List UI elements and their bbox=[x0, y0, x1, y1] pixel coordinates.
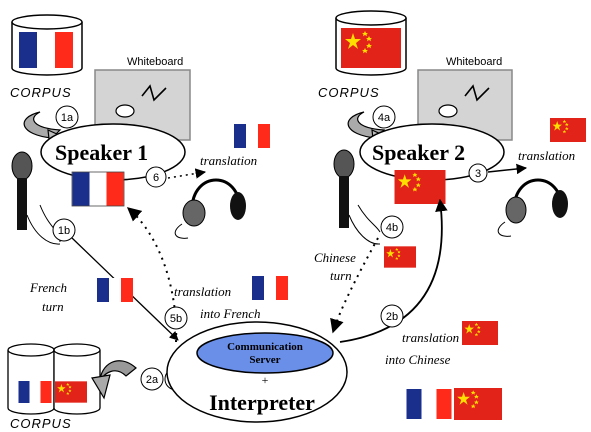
comm-server-label-1: Communication bbox=[227, 341, 303, 353]
svg-text:1a: 1a bbox=[61, 112, 74, 124]
translation-into-french-label-1: translation bbox=[174, 284, 231, 299]
corpus-right-chinese-flag-icon bbox=[341, 28, 401, 68]
translation-into-chinese-flag-icon bbox=[462, 321, 498, 345]
translation-right-label: translation bbox=[518, 148, 575, 163]
corpus-bottom-chinese-flag-icon bbox=[55, 381, 87, 403]
headphones-left-icon bbox=[182, 178, 246, 227]
french-turn-label-1: French bbox=[29, 280, 67, 295]
step-2b-badge: 2b bbox=[380, 304, 404, 328]
step-3-badge: 3 bbox=[468, 163, 488, 183]
chinese-turn-label-2: turn bbox=[330, 268, 352, 283]
svg-text:5b: 5b bbox=[170, 313, 182, 325]
translation-into-french-label-2: into French bbox=[200, 306, 261, 321]
corpus-right-label: CORPUS bbox=[318, 85, 380, 100]
step-5b-badge: 5b bbox=[164, 306, 188, 330]
svg-text:2b: 2b bbox=[386, 311, 398, 323]
svg-text:4b: 4b bbox=[386, 222, 398, 234]
chinese-turn-label-1: Chinese bbox=[314, 250, 356, 265]
french-turn-label-2: turn bbox=[42, 299, 64, 314]
whiteboard-right-button-icon bbox=[438, 104, 458, 118]
whiteboard-right-label: Whiteboard bbox=[446, 56, 502, 68]
svg-text:3: 3 bbox=[475, 168, 481, 180]
signal-zigzag-right-icon bbox=[464, 84, 490, 102]
speaker2-label: Speaker 2 bbox=[372, 140, 465, 165]
corpus-left-label: CORPUS bbox=[10, 85, 72, 100]
legend-chinese-flag-icon bbox=[454, 388, 502, 420]
interpreter-label: Interpreter bbox=[209, 390, 315, 415]
speaker2-chinese-flag-icon bbox=[394, 170, 446, 204]
whiteboard-button-icon bbox=[115, 104, 135, 118]
french-turn-flag-icon bbox=[97, 278, 133, 302]
translation-into-chinese-label-1: translation bbox=[402, 330, 459, 345]
communication-server-node bbox=[196, 332, 334, 374]
step-4b-badge: 4b bbox=[380, 215, 404, 239]
step-4a-badge: 4a bbox=[372, 105, 396, 129]
svg-text:2a: 2a bbox=[146, 374, 159, 386]
comm-server-label-2: Server bbox=[249, 354, 280, 366]
translation-to-headphones-arrow bbox=[167, 168, 207, 179]
corpus-left-cylinder bbox=[11, 14, 83, 76]
corpus-bottom-cylinders bbox=[7, 343, 101, 415]
translation-to-right-headphones-arrow bbox=[487, 163, 528, 175]
signal-zigzag-icon bbox=[141, 84, 167, 102]
whiteboard-left-label: Whiteboard bbox=[127, 56, 183, 68]
translation-left-label: translation bbox=[200, 153, 257, 168]
translation-into-french-flag-icon bbox=[252, 276, 288, 300]
svg-text:4a: 4a bbox=[378, 112, 391, 124]
translation-right-flag-icon bbox=[550, 118, 586, 142]
speaker1-french-flag-icon bbox=[72, 172, 124, 206]
chinese-turn-flag-icon bbox=[384, 246, 416, 268]
corpus-bottom-french-flag-icon bbox=[18, 381, 52, 403]
step-1b-badge: 1b bbox=[52, 218, 76, 242]
step-2a-badge: 2a bbox=[140, 367, 164, 391]
corpus-right-cylinder bbox=[335, 10, 407, 76]
headphones-right-icon bbox=[505, 178, 568, 224]
svg-text:6: 6 bbox=[153, 172, 159, 184]
plus-label: + bbox=[262, 373, 269, 387]
chinese-turn-dotted-arrow bbox=[330, 237, 379, 334]
step-1a-badge: 1a bbox=[55, 105, 79, 129]
legend-french-flag-icon bbox=[406, 389, 452, 419]
speaker1-label: Speaker 1 bbox=[55, 140, 148, 165]
translation-left-flag-icon bbox=[234, 124, 270, 148]
microphone-right-icon bbox=[333, 149, 355, 228]
corpus-bottom-label: CORPUS bbox=[10, 416, 72, 431]
translation-into-chinese-label-2: into Chinese bbox=[385, 352, 451, 367]
server-to-speaker2-arrow bbox=[339, 198, 448, 343]
step-6-badge: 6 bbox=[145, 166, 167, 188]
svg-text:1b: 1b bbox=[58, 225, 70, 237]
french-flag-icon bbox=[19, 32, 73, 68]
microphone-left-icon bbox=[11, 151, 33, 230]
